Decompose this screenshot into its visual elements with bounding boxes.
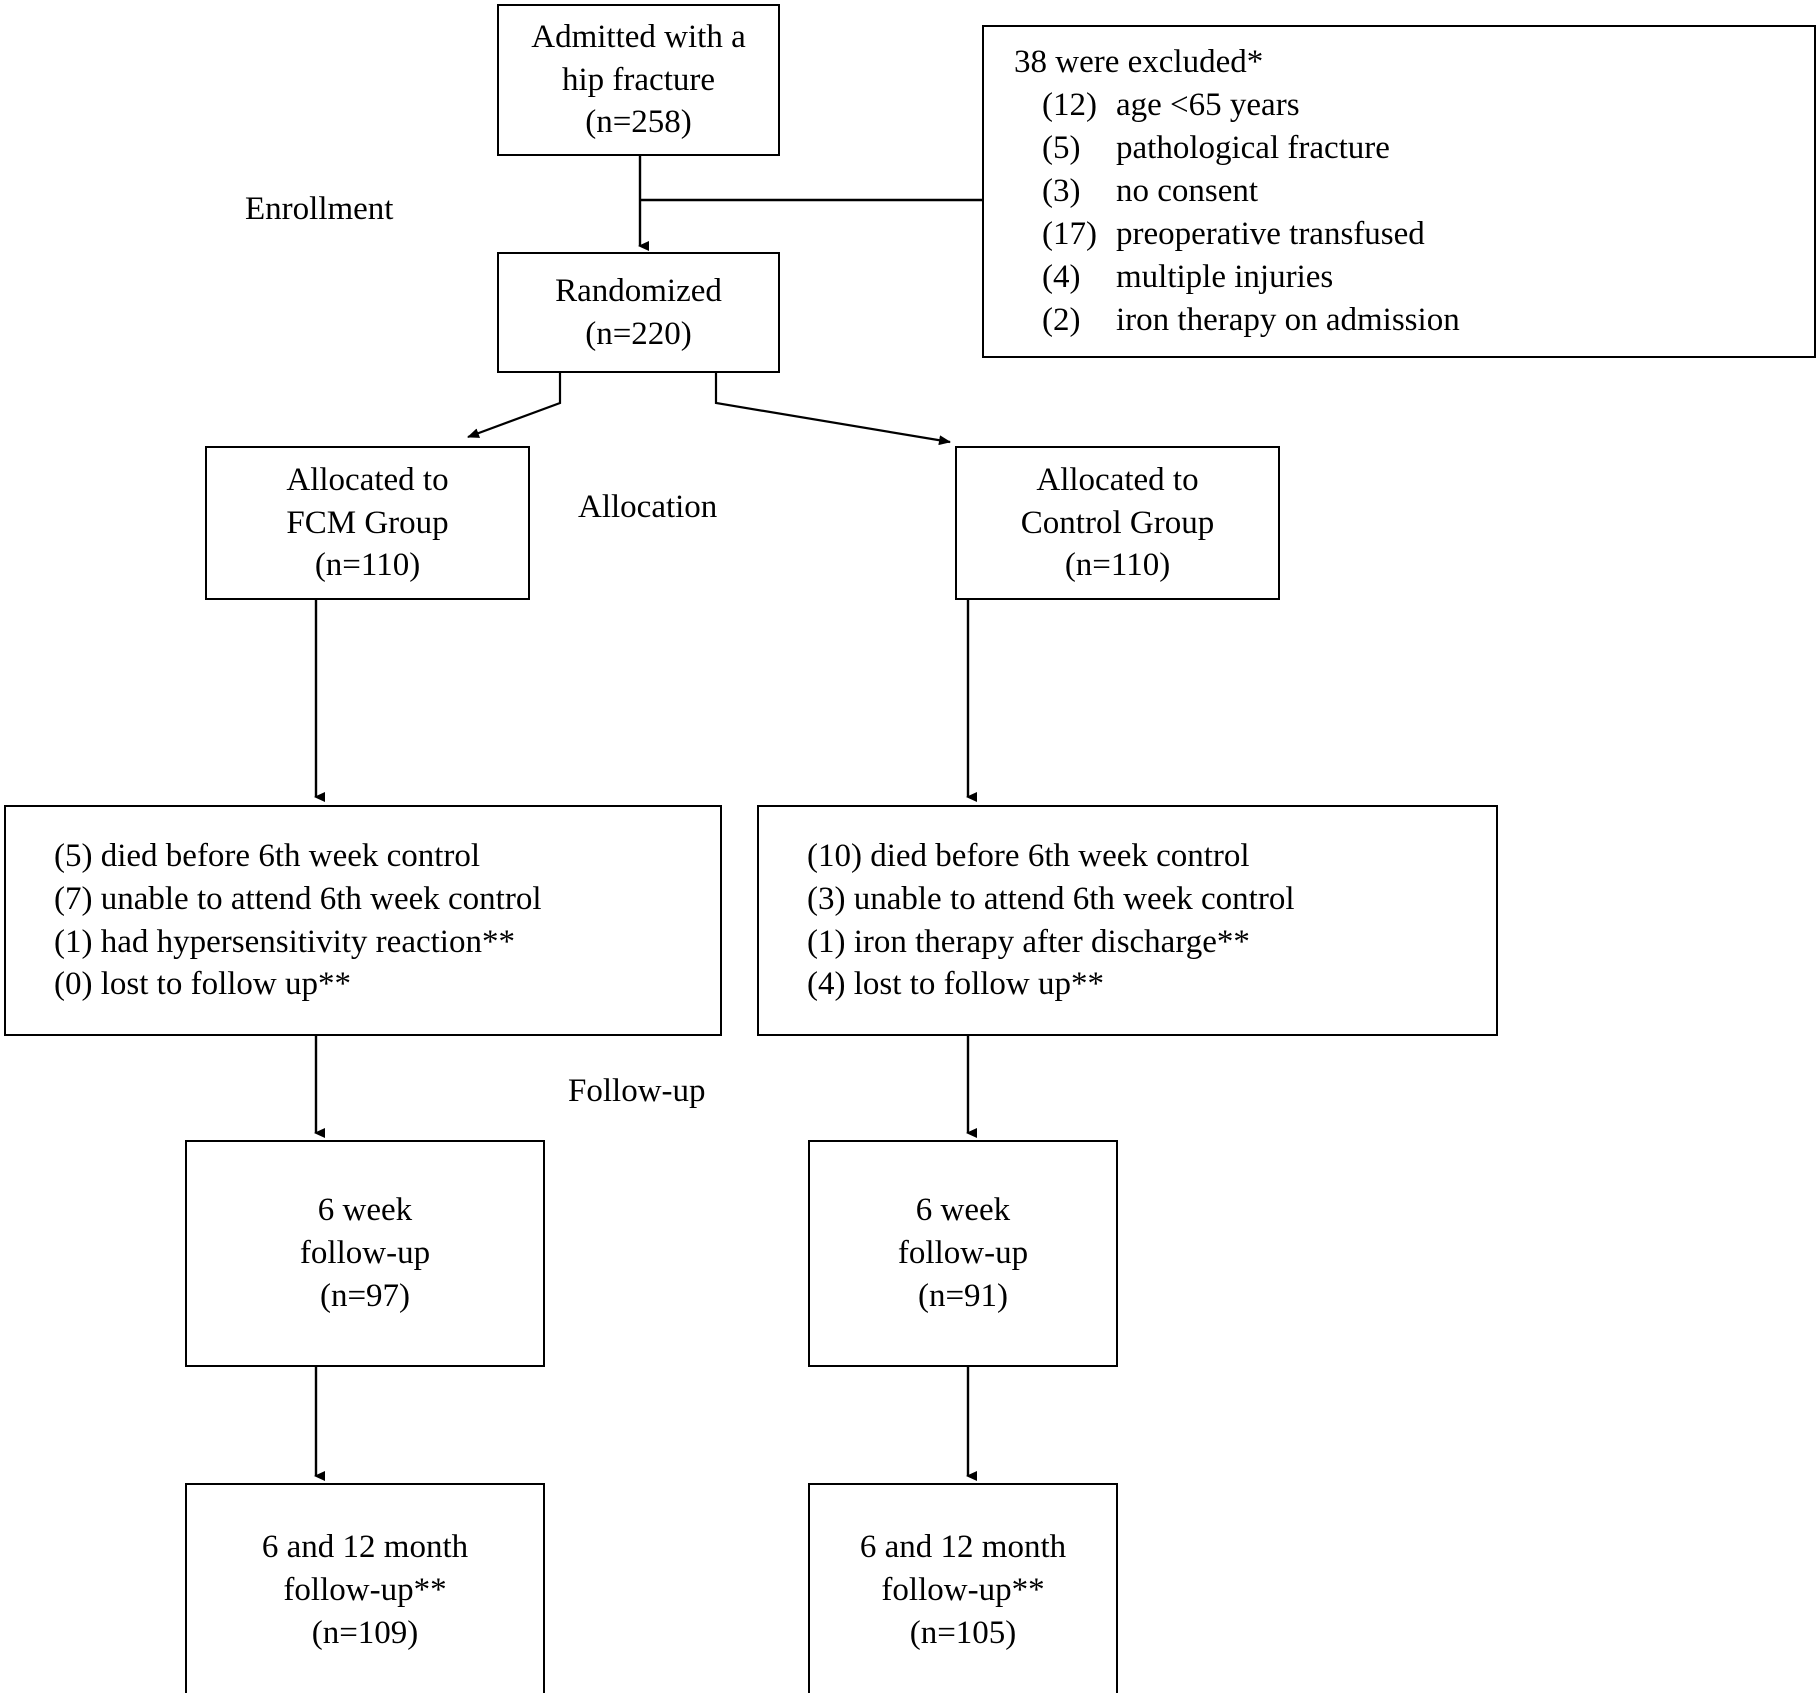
excluded-item-reason: age <65 years [1116, 87, 1300, 124]
node-losses-control-line-3: (1) iron therapy after discharge** [807, 923, 1250, 960]
excluded-item-count: (3) [1042, 173, 1081, 210]
node-6and12month-followup-fcm: 6 and 12 month follow-up** (n=109) [185, 1483, 545, 1693]
excluded-item-count: (5) [1042, 130, 1081, 167]
excluded-item: (5) pathological fracture [984, 127, 1390, 170]
arrow-randomized-to-control [714, 373, 951, 446]
node-6week-followup-fcm-line-1: 6 week [317, 1192, 413, 1229]
node-allocated-control-line-3: (n=110) [1064, 547, 1171, 584]
excluded-item-count: (2) [1042, 301, 1081, 338]
node-allocated-control-line-2: Control Group [1020, 504, 1215, 541]
node-6week-followup-fcm: 6 week follow-up (n=97) [185, 1140, 545, 1367]
node-allocated-fcm: Allocated to FCM Group (n=110) [205, 446, 530, 600]
excluded-item: (4) multiple injuries [984, 256, 1333, 299]
node-6and12month-followup-fcm-line-2: follow-up** [283, 1572, 447, 1609]
node-admitted: Admitted with a hip fracture (n=258) [497, 4, 780, 156]
excluded-item: (12) age <65 years [984, 84, 1300, 127]
stage-label-followup: Follow-up [568, 1073, 706, 1109]
excluded-item-count: (17) [1042, 215, 1097, 252]
node-losses-fcm-line-1: (5) died before 6th week control [54, 837, 481, 874]
node-6week-followup-control-line-3: (n=91) [917, 1277, 1009, 1314]
node-6week-followup-control-line-1: 6 week [915, 1192, 1011, 1229]
stage-label-enrollment: Enrollment [245, 191, 394, 227]
excluded-item: (3) no consent [984, 170, 1258, 213]
node-6and12month-followup-fcm-line-1: 6 and 12 month [261, 1529, 469, 1566]
node-6and12month-followup-control-line-2: follow-up** [881, 1572, 1045, 1609]
node-6and12month-followup-control-line-3: (n=105) [909, 1614, 1017, 1651]
stage-label-allocation: Allocation [578, 489, 718, 525]
node-admitted-line-2: hip fracture [562, 61, 715, 98]
node-allocated-control-line-1: Allocated to [1036, 461, 1199, 498]
node-admitted-line-3: (n=258) [585, 104, 692, 141]
node-losses-control: (10) died before 6th week control (3) un… [757, 805, 1498, 1036]
node-6week-followup-control-line-2: follow-up [897, 1235, 1029, 1272]
node-allocated-control: Allocated to Control Group (n=110) [955, 446, 1280, 600]
node-6week-followup-fcm-line-3: (n=97) [319, 1277, 411, 1314]
excluded-item: (2) iron therapy on admission [984, 299, 1460, 342]
node-losses-fcm-line-2: (7) unable to attend 6th week control [54, 880, 542, 917]
node-randomized-line-2: (n=220) [585, 315, 692, 352]
node-allocated-fcm-line-3: (n=110) [314, 547, 421, 584]
node-losses-control-line-1: (10) died before 6th week control [807, 837, 1250, 874]
excluded-item-reason: multiple injuries [1116, 258, 1334, 295]
node-6and12month-followup-control: 6 and 12 month follow-up** (n=105) [808, 1483, 1118, 1693]
node-admitted-line-1: Admitted with a [531, 18, 746, 55]
node-6and12month-followup-control-line-1: 6 and 12 month [859, 1529, 1067, 1566]
node-6week-followup-control: 6 week follow-up (n=91) [808, 1140, 1118, 1367]
node-6week-followup-fcm-line-2: follow-up [299, 1235, 431, 1272]
node-allocated-fcm-line-1: Allocated to [286, 461, 449, 498]
node-losses-control-line-4: (4) lost to follow up** [807, 966, 1104, 1003]
excluded-item-count: (4) [1042, 258, 1081, 295]
excluded-item-count: (12) [1042, 87, 1097, 124]
node-allocated-fcm-line-2: FCM Group [286, 504, 449, 541]
node-losses-control-line-2: (3) unable to attend 6th week control [807, 880, 1295, 917]
excluded-item-reason: preoperative transfused [1116, 215, 1425, 252]
excluded-item-reason: pathological fracture [1116, 130, 1390, 167]
node-randomized-line-1: Randomized [555, 272, 722, 309]
arrow-randomized-to-fcm [467, 373, 562, 439]
node-6and12month-followup-fcm-line-3: (n=109) [311, 1614, 419, 1651]
node-excluded: 38 were excluded* (12) age <65 years (5)… [982, 25, 1816, 358]
node-randomized: Randomized (n=220) [497, 252, 780, 373]
excluded-item-reason: no consent [1116, 173, 1259, 210]
excluded-item: (17) preoperative transfused [984, 213, 1425, 256]
node-losses-fcm-line-3: (1) had hypersensitivity reaction** [54, 923, 515, 960]
node-losses-fcm-line-4: (0) lost to follow up** [54, 966, 351, 1003]
node-losses-fcm: (5) died before 6th week control (7) una… [4, 805, 722, 1036]
excluded-heading: 38 were excluded* [1014, 44, 1264, 81]
excluded-item-reason: iron therapy on admission [1116, 301, 1460, 338]
